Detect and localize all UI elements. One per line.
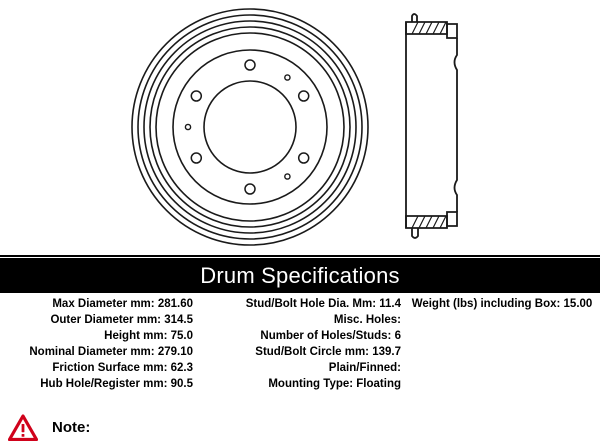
spec-label: Misc. Holes: [333, 314, 401, 326]
spec-header-bar: Drum Specifications [0, 258, 600, 293]
spec-value: 62.3 [170, 362, 193, 374]
misc-small-hole [284, 74, 291, 81]
spec-row: Height mm: 75.0 [0, 328, 196, 344]
technical-drawing-area [131, 8, 458, 246]
brake-drum-side-section-view [405, 13, 458, 239]
spec-value: 90.5 [170, 378, 193, 390]
spec-value: 6 [394, 330, 401, 342]
spec-row: Max Diameter mm: 281.60 [0, 296, 196, 312]
spec-value: 15.00 [563, 298, 593, 310]
spec-label: Nominal Diameter mm: [29, 346, 158, 358]
page-title: Drum Specifications [200, 262, 400, 288]
spec-row: Mounting Type: Floating [196, 376, 404, 392]
misc-small-hole [284, 173, 291, 180]
stud-hole [244, 183, 256, 195]
brake-drum-front-view [131, 8, 369, 246]
spec-value: 314.5 [164, 314, 193, 326]
spec-value: Floating [356, 378, 401, 390]
drum-ring-outer-5 [155, 32, 345, 222]
top-flange-hatching [411, 21, 447, 35]
spec-row: Friction Surface mm: 62.3 [0, 360, 196, 376]
spec-label: Plain/Finned: [328, 362, 401, 374]
spec-column-middle: Stud/Bolt Hole Dia. Mm: 11.4 Misc. Holes… [196, 296, 404, 392]
spec-row: Stud/Bolt Circle mm: 139.7 [196, 344, 404, 360]
stud-hole [190, 90, 203, 102]
spec-label: Friction Surface mm: [52, 362, 171, 374]
drum-bottom-boss [446, 211, 458, 227]
spec-label: Weight (lbs) including Box: [411, 298, 564, 310]
spec-label: Mounting Type: [268, 378, 357, 390]
spec-row: Outer Diameter mm: 314.5 [0, 312, 196, 328]
bottom-flange-hatching [411, 215, 447, 229]
spec-label: Max Diameter mm: [52, 298, 158, 310]
drum-ring-outer-4 [149, 26, 351, 228]
misc-small-hole [184, 123, 192, 131]
stud-hole [297, 90, 310, 102]
spec-value: 75.0 [170, 330, 193, 342]
spec-row: Number of Holes/Studs: 6 [196, 328, 404, 344]
spec-value: 11.4 [379, 298, 401, 310]
spec-value: 139.7 [372, 346, 401, 358]
specifications-table: Max Diameter mm: 281.60 Outer Diameter m… [0, 296, 600, 392]
spec-label: Number of Holes/Studs: [260, 330, 395, 342]
spec-row: Nominal Diameter mm: 279.10 [0, 344, 196, 360]
note-label: Note: [52, 419, 91, 436]
drum-ring-outer-2 [137, 14, 363, 240]
warning-triangle-icon [8, 414, 38, 441]
spec-column-left: Max Diameter mm: 281.60 Outer Diameter m… [0, 296, 196, 392]
spec-row: Plain/Finned: [196, 360, 404, 376]
section-divider [0, 255, 600, 257]
drum-bottom-tab [411, 228, 419, 239]
drum-ring-outer-1 [131, 8, 369, 246]
drum-hub-hole [203, 80, 297, 174]
spec-row: Misc. Holes: [196, 312, 404, 328]
stud-hole [190, 152, 203, 164]
spec-row: Weight (lbs) including Box: 15.00 [404, 296, 600, 312]
drum-drawing-svg [131, 8, 458, 246]
drum-ring-outer-3 [143, 20, 357, 234]
drum-side-right-profile [453, 38, 458, 212]
spec-row: Stud/Bolt Hole Dia. Mm: 11.4 [196, 296, 404, 312]
spec-value: 279.10 [157, 346, 193, 358]
spec-label: Hub Hole/Register mm: [40, 378, 171, 390]
drum-top-tab [411, 13, 418, 22]
spec-label: Stud/Bolt Circle mm: [255, 346, 373, 358]
spec-label: Outer Diameter mm: [50, 314, 165, 326]
drum-top-boss [446, 23, 458, 39]
stud-hole [297, 152, 310, 164]
spec-label: Height mm: [104, 330, 171, 342]
spec-value: 281.60 [157, 298, 193, 310]
drum-ring-face [172, 49, 328, 205]
stud-hole [244, 59, 256, 71]
spec-column-right: Weight (lbs) including Box: 15.00 [404, 296, 600, 312]
note-row: Note: [8, 414, 90, 441]
drum-bottom-flange [405, 215, 448, 229]
spec-row: Hub Hole/Register mm: 90.5 [0, 376, 196, 392]
spec-label: Stud/Bolt Hole Dia. Mm: [245, 298, 380, 310]
